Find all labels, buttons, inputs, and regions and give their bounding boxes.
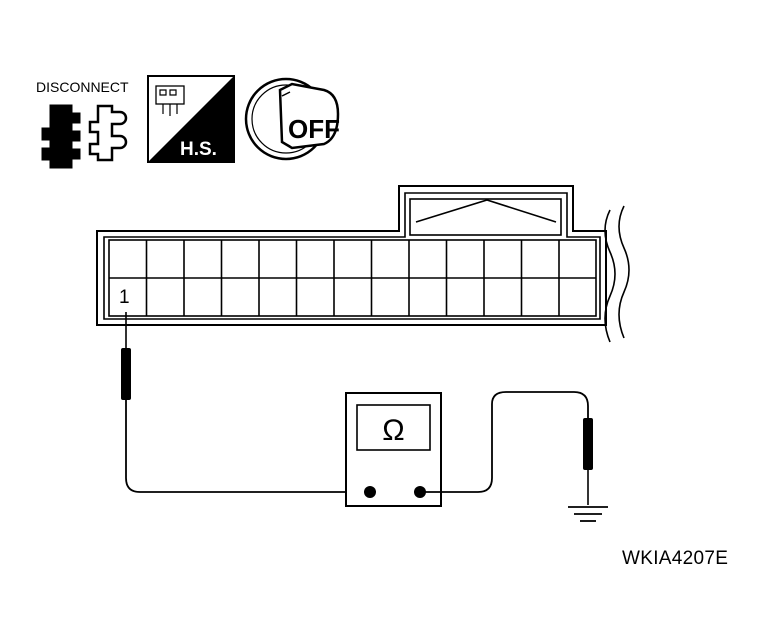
- ohmmeter: Ω: [345, 392, 442, 507]
- left-test-probe: [121, 312, 370, 493]
- disconnect-icon: DISCONNECT: [36, 79, 129, 169]
- disconnect-label: DISCONNECT: [36, 79, 129, 95]
- terminal-grid: [108, 239, 597, 317]
- connector-break-lines: [604, 205, 630, 343]
- figure-code: WKIA4207E: [622, 548, 729, 569]
- right-test-probe: [420, 391, 593, 505]
- off-label: OFF: [288, 114, 340, 144]
- connector-lock-tab: [409, 198, 562, 236]
- terminal-1-label: 1: [119, 287, 130, 308]
- ground-symbol: [568, 506, 608, 522]
- hs-label: H.S.: [180, 139, 217, 160]
- ohm-symbol: Ω: [382, 414, 404, 447]
- meter-terminal-left: [364, 486, 376, 498]
- connector-housing: 1: [96, 185, 630, 343]
- ignition-off-icon: OFF: [244, 77, 340, 161]
- hs-harness-connector-icon: H.S.: [147, 75, 235, 163]
